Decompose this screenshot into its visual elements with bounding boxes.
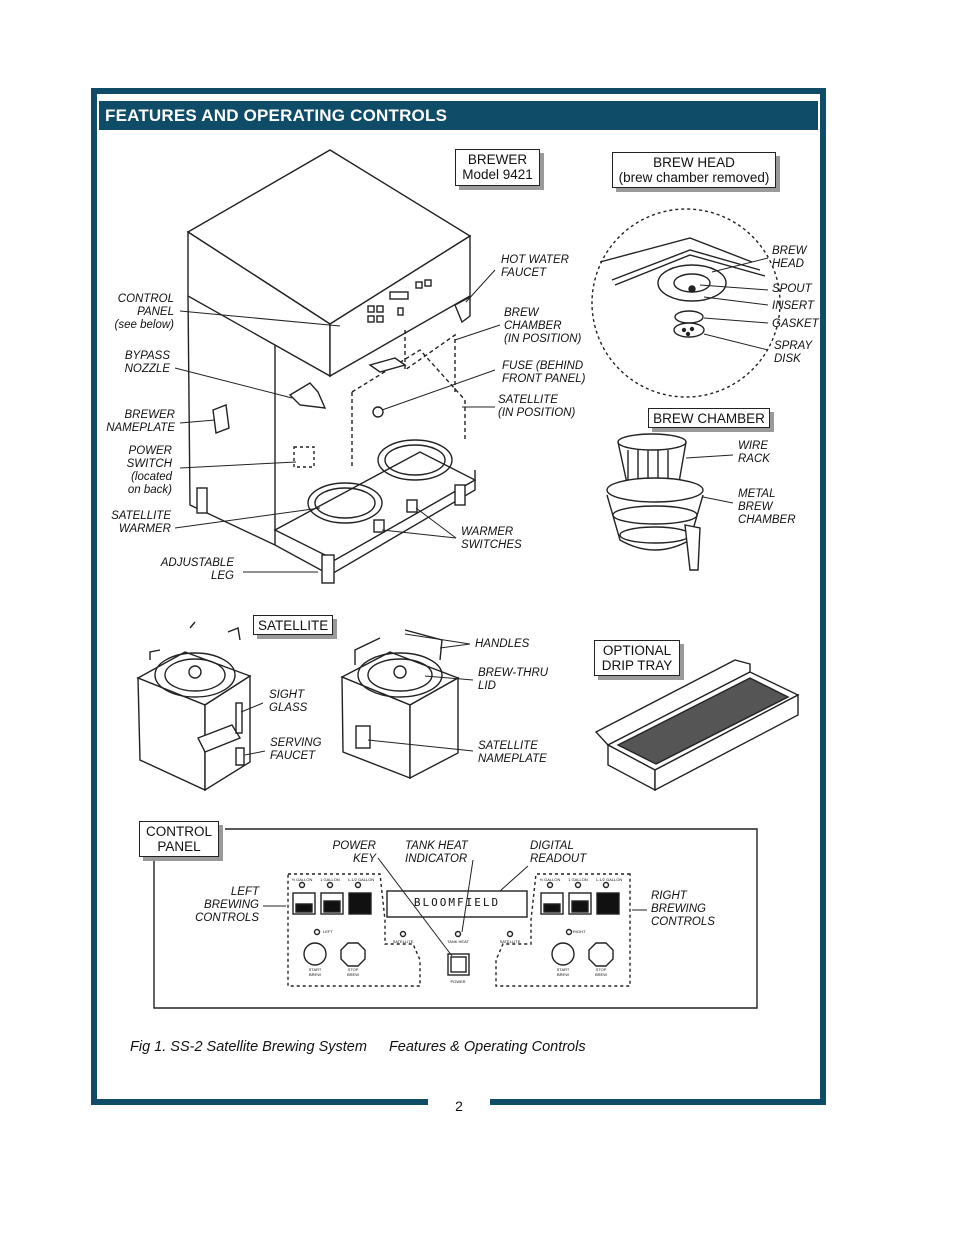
brew-chamber-position-label: BREW CHAMBER (IN POSITION) [504, 307, 582, 345]
brew-chamber-drawing [606, 433, 704, 571]
wire-rack-label: WIRE RACK [738, 440, 770, 465]
spout-label: SPOUT [772, 283, 812, 295]
control-panel-label: CONTROL PANEL (see below) [114, 293, 174, 331]
bypass-nozzle-label: BYPASS NOZZLE [124, 350, 170, 375]
brew-head-box: BREW HEAD (brew chamber removed) [612, 152, 776, 188]
left-brewing-controls-label: LEFT BREWING CONTROLS [195, 886, 259, 924]
figure-caption: Fig 1. SS-2 Satellite Brewing System Feat… [130, 1039, 608, 1055]
left-one-half-gallon-label: 1-1/2 GALLON [347, 877, 375, 882]
sight-glass-label: SIGHT GLASS [269, 689, 308, 714]
fuse-label: FUSE (BEHIND FRONT PANEL) [502, 360, 586, 385]
satellite-position-label: SATELLITE (IN POSITION) [498, 394, 576, 419]
figure-number: Fig 1. SS-2 Satellite Brewing System [130, 1039, 367, 1055]
brewer-box: BREWER Model 9421 [455, 149, 540, 186]
left-stop-label: STOP BREW [347, 967, 359, 977]
figure-description: Features & Operating Controls [388, 1039, 586, 1055]
gasket-label: GASKET [772, 318, 819, 330]
right-stop-label: STOP BREW [595, 967, 607, 977]
right-one-half-gallon-label: 1-1/2 GALLON [595, 877, 623, 882]
left-start-label: START BREW [308, 967, 322, 977]
brew-head-drawing [591, 208, 781, 398]
metal-brew-chamber-label: METAL BREW CHAMBER [738, 488, 796, 526]
power-key-label: POWER KEY [332, 840, 376, 865]
adjustable-leg-label: ADJUSTABLE LEG [160, 557, 234, 582]
drip-tray-box: OPTIONAL DRIP TRAY [594, 640, 680, 676]
drip-tray-drawing [594, 659, 800, 792]
brewer-drawing [186, 149, 477, 584]
warmer-switches-label: WARMER SWITCHES [461, 526, 522, 551]
left-one-gallon-label: 1 GALLON [320, 877, 340, 882]
hot-water-faucet-label: HOT WATER FAUCET [501, 254, 569, 279]
digital-readout-label: DIGITAL READOUT [530, 840, 587, 865]
right-brewing-controls-label: RIGHT BREWING CONTROLS [651, 890, 715, 928]
right-satellite-label: SATELLITE [499, 939, 521, 944]
serving-faucet-label: SERVING FAUCET [270, 737, 322, 762]
tank-heat-panel-label: TANK HEAT [447, 939, 469, 944]
handles-label: HANDLES [475, 638, 530, 650]
page-title: FEATURES AND OPERATING CONTROLS [99, 101, 818, 130]
tank-heat-indicator-label: TANK HEAT INDICATOR [405, 840, 468, 865]
brew-thru-lid-label: BREW-THRU LID [478, 667, 549, 692]
left-satellite-label: SATELLITE [392, 939, 414, 944]
brewer-nameplate-label: BREWER NAMEPLATE [106, 409, 175, 434]
brew-head-label: BREW HEAD [772, 245, 807, 270]
power-panel-label: POWER [450, 979, 466, 984]
spray-disk-label: SPRAY DISK [774, 340, 813, 365]
satellite-warmer-label: SATELLITE WARMER [111, 510, 171, 535]
brew-chamber-box: BREW CHAMBER [648, 408, 770, 428]
right-one-gallon-label: 1 GALLON [568, 877, 588, 882]
satellite-nameplate-label: SATELLITE NAMEPLATE [478, 740, 547, 765]
insert-label: INSERT [772, 300, 814, 312]
control-panel-drawing [153, 828, 758, 1009]
power-switch-label: POWER SWITCH (located on back) [126, 445, 172, 496]
satellite-box: SATELLITE [253, 615, 333, 635]
left-side-label: LEFT [323, 929, 333, 934]
page-number: 2 [428, 1098, 490, 1114]
satellite-drawing-right [340, 629, 460, 780]
satellite-drawing-left [136, 621, 252, 792]
right-half-gallon-label: ½ GALLON [539, 877, 561, 882]
right-side-label: RIGHT [573, 929, 586, 934]
control-panel-box: CONTROL PANEL [139, 821, 219, 857]
right-start-label: START BREW [556, 967, 570, 977]
panel-display: BLOOMFIELD [413, 896, 501, 909]
left-half-gallon-label: ½ GALLON [291, 877, 313, 882]
